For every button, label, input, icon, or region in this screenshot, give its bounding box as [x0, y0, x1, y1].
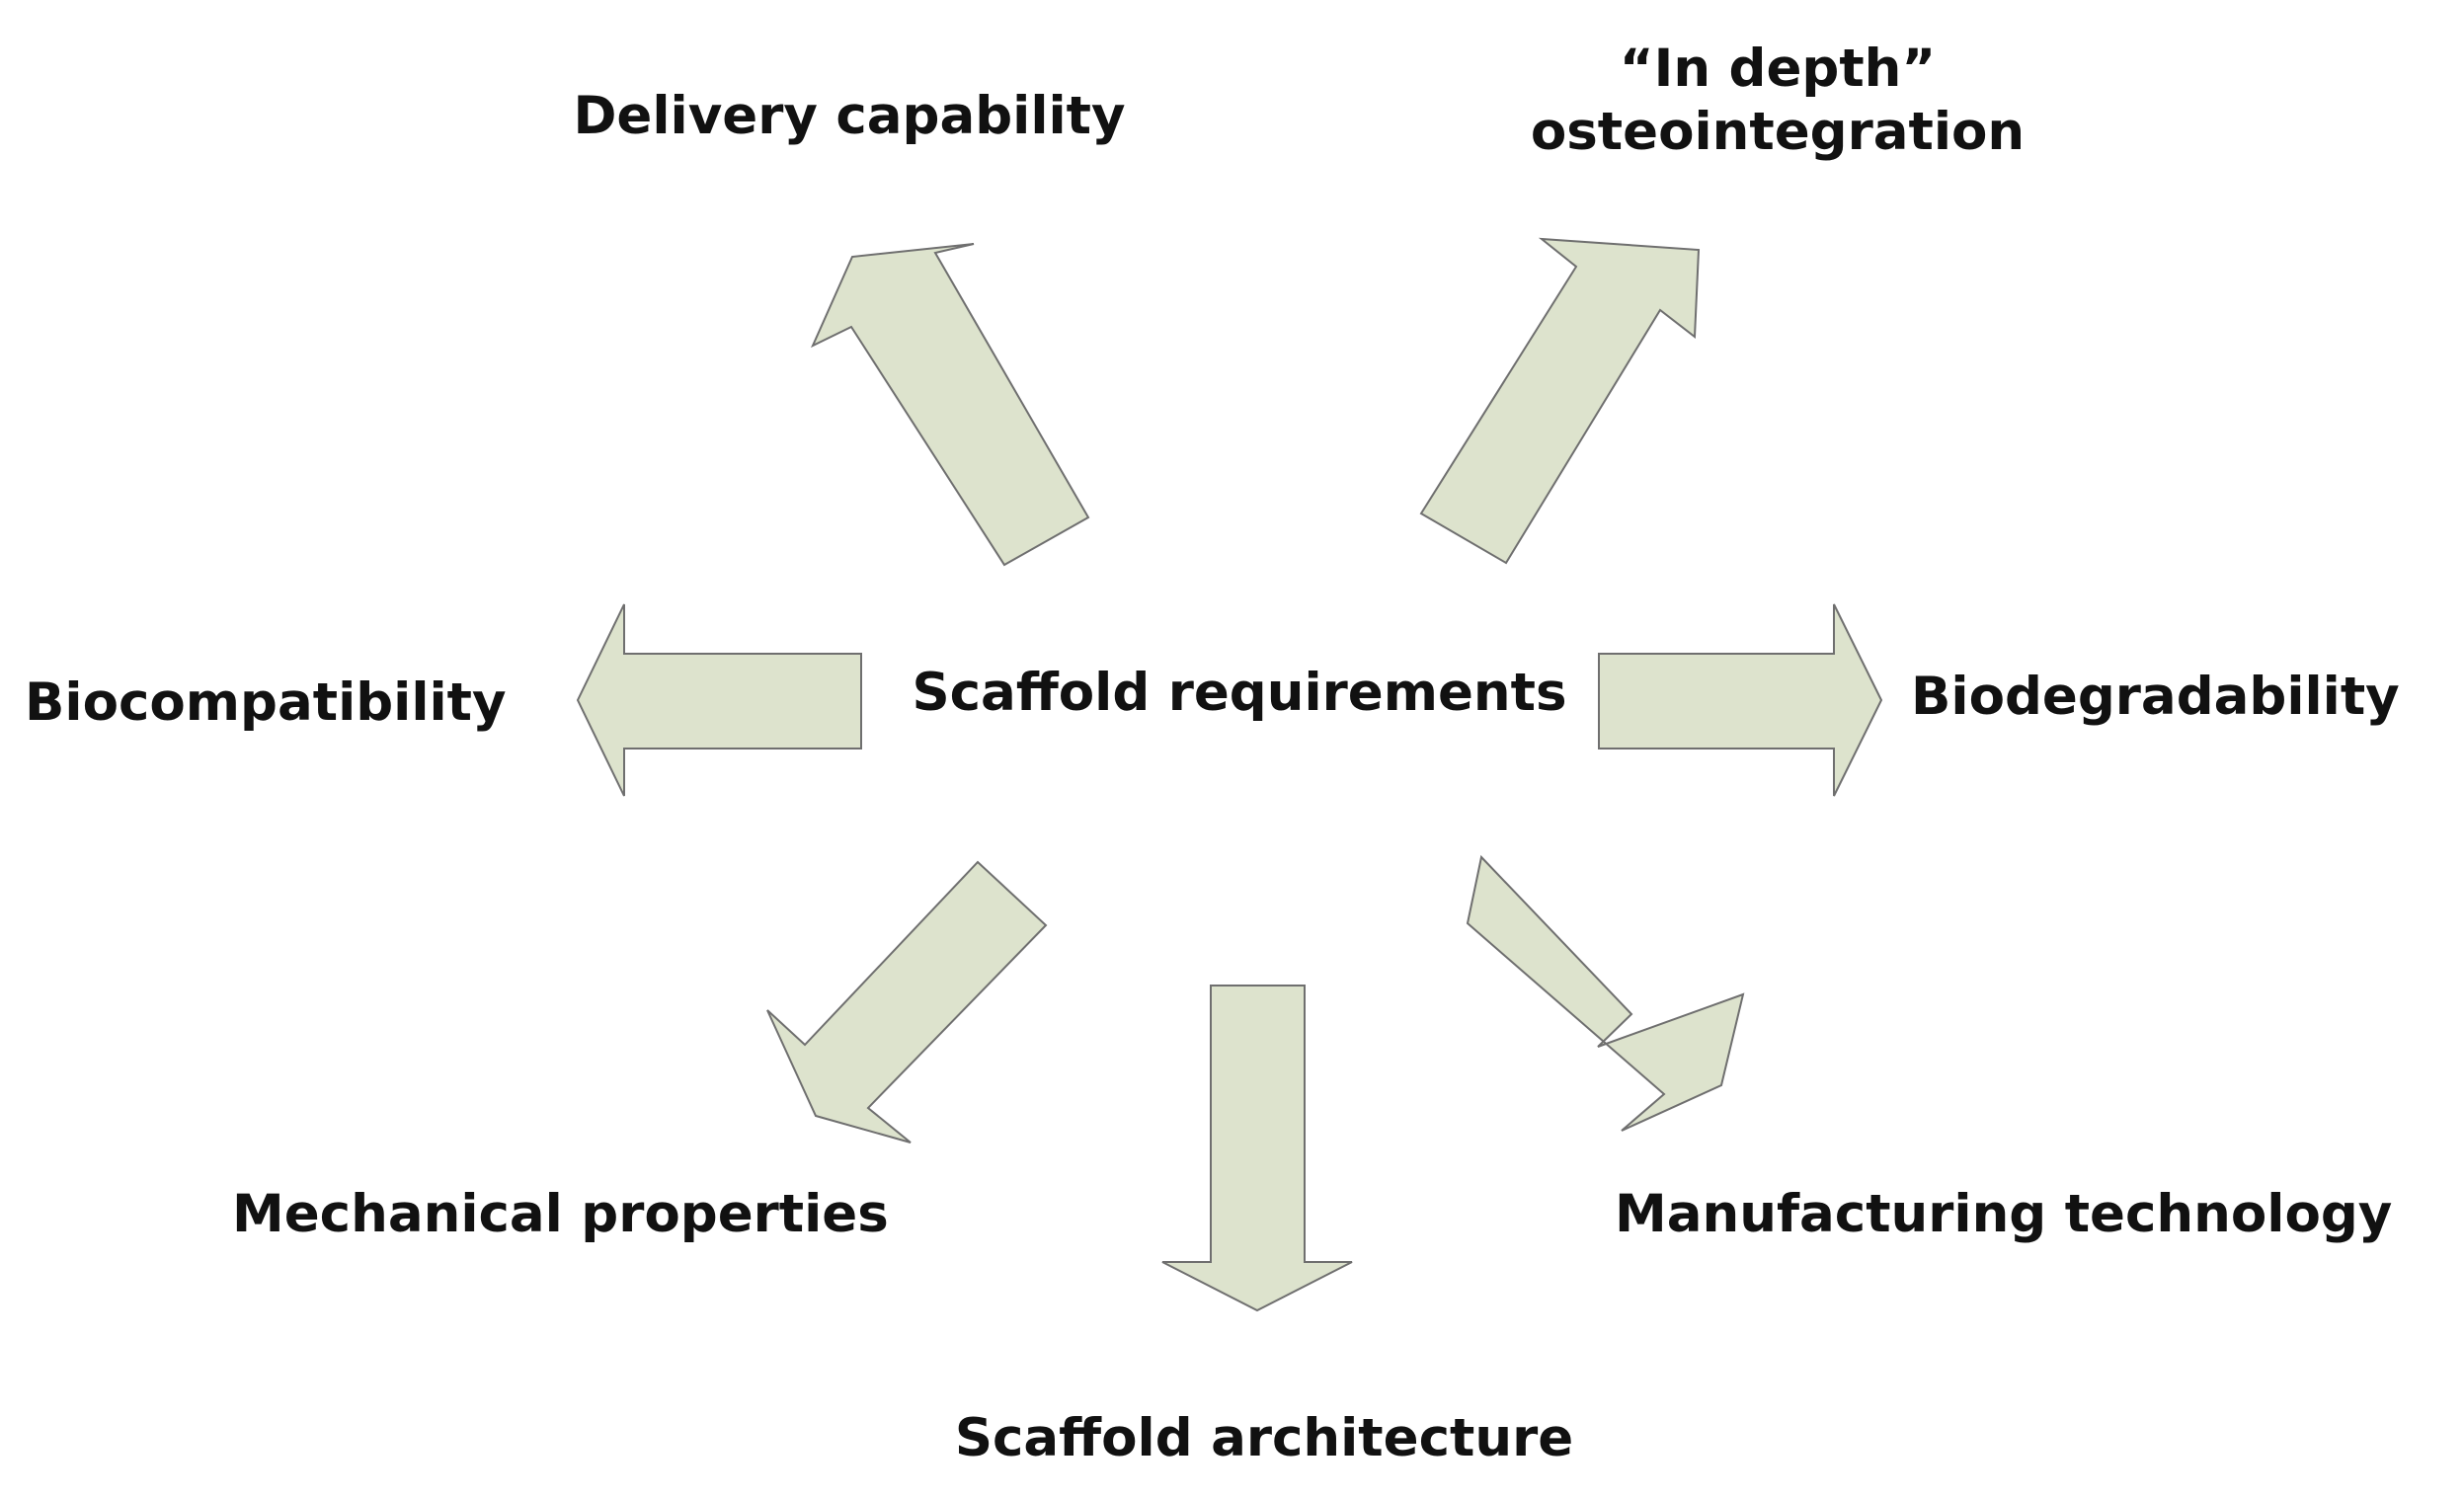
label-delivery-capability: Delivery capability [573, 86, 1126, 146]
label-biodegradability: Biodegradability [1911, 667, 2400, 727]
label-biocompatibility: Biocompatibility [25, 672, 507, 733]
arrow-down [1161, 985, 1353, 1312]
label-manufacturing-technology: Manufacturing technology [1615, 1184, 2393, 1244]
arrow-down-left [766, 860, 1048, 1144]
arrow-right [1598, 603, 1883, 797]
arrow-up-right [1419, 237, 1701, 565]
label-mechanical-properties: Mechanical properties [232, 1184, 889, 1244]
arrow-down-right [1466, 854, 1745, 1132]
arrow-left [576, 603, 862, 797]
arrow-up-left [810, 243, 1090, 567]
center-label: Scaffold requirements [912, 663, 1567, 723]
label-osteointegration: “In depth” osteointegration [1530, 39, 2026, 162]
label-scaffold-architecture: Scaffold architecture [954, 1408, 1574, 1468]
